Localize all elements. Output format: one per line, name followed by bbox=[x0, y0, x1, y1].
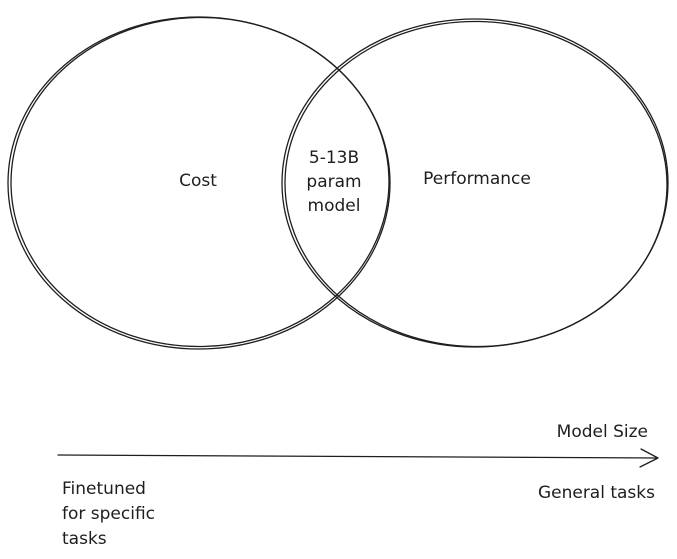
overlap-label-line: model bbox=[308, 196, 361, 216]
cost-circle bbox=[7, 16, 391, 350]
finetuned-label-line: tasks bbox=[62, 529, 107, 549]
overlap-label-line: param bbox=[306, 172, 361, 192]
cost-label: Cost bbox=[179, 171, 217, 191]
finetuned-label-line: Finetuned bbox=[62, 479, 146, 499]
performance-circle bbox=[281, 18, 669, 348]
overlap-label-line: 5-13B bbox=[309, 148, 359, 168]
finetuned-label-line: for specific bbox=[62, 504, 155, 524]
model-size-arrow bbox=[57, 448, 659, 468]
general-tasks-label: General tasks bbox=[538, 483, 655, 503]
axis-title: Model Size bbox=[557, 422, 648, 442]
overlap-label: 5-13B param model bbox=[306, 148, 361, 216]
performance-label: Performance bbox=[423, 169, 531, 189]
finetuned-label: Finetuned for specific tasks bbox=[62, 479, 155, 549]
